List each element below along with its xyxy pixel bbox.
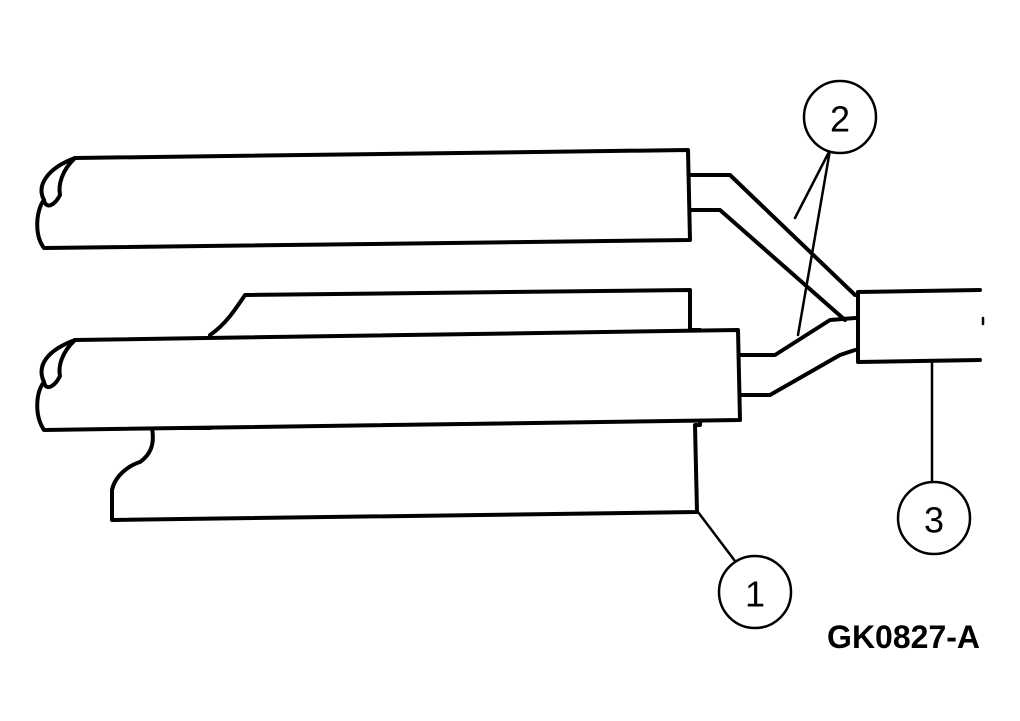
callout-1-leader bbox=[696, 510, 740, 567]
callout-1-label: 1 bbox=[745, 574, 765, 615]
callout-3: 3 bbox=[896, 480, 972, 556]
callout-3-label: 3 bbox=[924, 500, 944, 541]
upper-wire-top bbox=[688, 173, 857, 297]
connector-block bbox=[856, 288, 982, 364]
upper-cable-end-curve bbox=[42, 156, 77, 208]
callout-2-leader-b bbox=[796, 148, 832, 337]
upper-cable bbox=[35, 148, 692, 250]
callout-1: 1 bbox=[717, 554, 793, 630]
callout-2-leader-a bbox=[793, 148, 832, 220]
middle-wire-bottom bbox=[738, 348, 857, 397]
middle-cable-end-curve bbox=[42, 338, 77, 390]
middle-wire-top bbox=[738, 316, 857, 357]
upper-wire-bottom bbox=[688, 208, 847, 322]
middle-cable bbox=[35, 328, 742, 432]
callout-2: 2 bbox=[802, 79, 878, 155]
figure-id: GK0827-A bbox=[827, 619, 980, 655]
callout-2-label: 2 bbox=[830, 99, 850, 140]
